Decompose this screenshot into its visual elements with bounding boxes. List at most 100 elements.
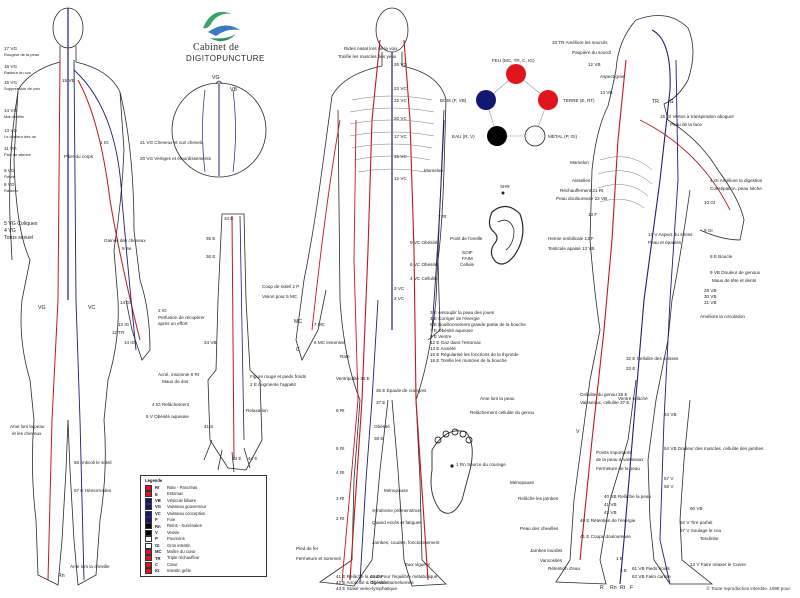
hand-label: Maux de dos xyxy=(162,379,189,384)
back-label: Rn xyxy=(58,573,65,579)
front-meridian-p xyxy=(431,119,445,331)
front-meridian-e-right xyxy=(403,39,429,581)
legend-code: V xyxy=(155,529,158,535)
side-label: 43 VB xyxy=(604,510,617,515)
side-label: 67 V Soulage le cou xyxy=(680,528,722,533)
legend-swatch-icon xyxy=(145,536,152,543)
legend-code: E xyxy=(155,491,158,497)
legend-name: Estomac xyxy=(167,491,184,497)
side-label: Réchauffement 21 Rt xyxy=(560,188,604,193)
logo-icon xyxy=(203,11,240,42)
legend-swatch-icon xyxy=(145,523,152,530)
front-label: Vision pour 5 MC xyxy=(262,294,298,299)
side-label: 58 V xyxy=(664,484,674,489)
front-label: 23 VC xyxy=(394,86,407,91)
ear-label: FAIM xyxy=(462,256,473,261)
hand-label: Relaxation xyxy=(246,408,268,413)
side-label: Peau des chevilles xyxy=(520,526,559,531)
hand-meridian-e xyxy=(231,215,235,461)
side-label: Relâche les jambes xyxy=(518,496,559,501)
side-label: 62 V Tire parfait xyxy=(680,520,713,525)
legend-name: Gros intestin xyxy=(167,542,191,548)
side-label: Améliore la circulation xyxy=(700,314,745,319)
front-label: Ventripotité 35 E xyxy=(336,376,370,381)
back-view-figure xyxy=(9,7,151,586)
back-meridian-tr xyxy=(77,79,141,341)
hand-label: 5 V Obésité aqueuse xyxy=(146,414,189,419)
legend-row: TR Triple réchauffeur xyxy=(145,555,200,562)
point-desc: 18 E Tonifie les muscles de la bouche xyxy=(430,358,507,363)
back-label: 15 VB xyxy=(62,78,75,83)
side-label: 12 VB xyxy=(588,62,601,67)
side-label: 30 VB xyxy=(704,294,717,299)
side-label: 13 V Faire relaxer le Cuivre xyxy=(690,562,746,567)
foot-point-rn1 xyxy=(450,464,454,468)
hand-label: Figure rouge et pieds froids xyxy=(250,374,306,379)
back-label: VG xyxy=(38,305,46,311)
legend-code: VB xyxy=(155,497,161,503)
side-label: Ventre relâché xyxy=(618,396,648,401)
front-label: 36 E Épaule de crampes xyxy=(376,388,427,393)
side-label: Relâchement cellulite du genou xyxy=(470,410,535,415)
legend-name: Maître du cœur xyxy=(167,549,196,555)
back-label: Mal de tête xyxy=(4,114,24,119)
side-label: 41 VB xyxy=(604,502,617,507)
legend-code: Rn xyxy=(155,523,161,529)
legend-code: VG xyxy=(155,504,162,510)
side-label: 32 E Cellulite des cuisses xyxy=(626,356,679,361)
side-label: Points importants xyxy=(596,450,632,455)
element-feu-dot xyxy=(506,64,526,84)
ear-label: SOIF xyxy=(462,250,473,255)
back-label: 14 GI xyxy=(120,300,132,305)
front-label: Syndrome prémenstruel xyxy=(372,508,422,513)
front-label: Ménopause xyxy=(384,488,409,493)
side-label: Rn xyxy=(610,585,617,591)
front-label: 41 E Relâche la coude xyxy=(336,574,383,579)
logo-title: Cabinet de xyxy=(193,42,240,53)
front-label: 4 Rt xyxy=(336,470,345,475)
legend-swatch-icon xyxy=(145,568,152,575)
side-label: R xyxy=(600,585,604,591)
side-label: 4 GI Améliore la digestion xyxy=(710,178,763,183)
legend-name: Poumons xyxy=(167,536,185,542)
legend-code: TR xyxy=(155,555,161,561)
back-label: 4 VG xyxy=(4,228,16,234)
legend-code: Rt xyxy=(155,485,160,491)
legend-title: Légende xyxy=(145,478,163,483)
side-label: Ame lors la peau xyxy=(480,396,515,401)
legend-code: IG xyxy=(155,568,160,574)
ear-label: SHR xyxy=(500,184,510,189)
back-label: Le douleur des os xyxy=(4,134,36,139)
legend-row: E Estomac xyxy=(145,491,184,498)
side-label: Rétention d'eau xyxy=(548,566,581,571)
element-feu-label: FEU (MC, TR, C, IG) xyxy=(492,58,535,63)
side-meridian-e xyxy=(579,59,627,561)
hand-label: 2 E Augmente l'appétit xyxy=(250,382,296,387)
side-label: 41 E Coupe douloureuse xyxy=(580,534,631,539)
side-label: Mamelon xyxy=(570,160,589,165)
head-label: 20 VG Vertiges et étourdissements xyxy=(140,156,211,161)
side-label: Paupière du sourcil xyxy=(572,50,612,55)
back-label: Pilier du corps xyxy=(64,154,94,159)
front-label: 4 VC Cellulite xyxy=(410,276,438,281)
side-label: 40 E Rétention de l'énergie xyxy=(580,518,636,523)
side-label: Maux de tête et dents xyxy=(712,278,757,283)
side-label: Peau de la face xyxy=(670,122,702,127)
legend-swatch-icon xyxy=(145,510,152,517)
side-meridian-gi xyxy=(639,119,731,211)
front-label: Obésité xyxy=(374,424,390,429)
legend-name: Triple réchauffeur xyxy=(167,555,200,561)
legend-swatch-icon xyxy=(145,517,152,523)
ear-label: Point de l'oreille xyxy=(450,236,483,241)
side-label: de la peau & vaisseaux xyxy=(596,457,644,462)
side-label: V xyxy=(576,429,580,435)
front-meridian-f xyxy=(359,299,379,583)
hand-label: 43 E xyxy=(232,456,242,461)
side-label: Hernie ombilicale 13 F xyxy=(548,236,594,241)
ear-label: Cellule xyxy=(460,262,475,267)
back-label: 13 IG xyxy=(118,322,130,327)
